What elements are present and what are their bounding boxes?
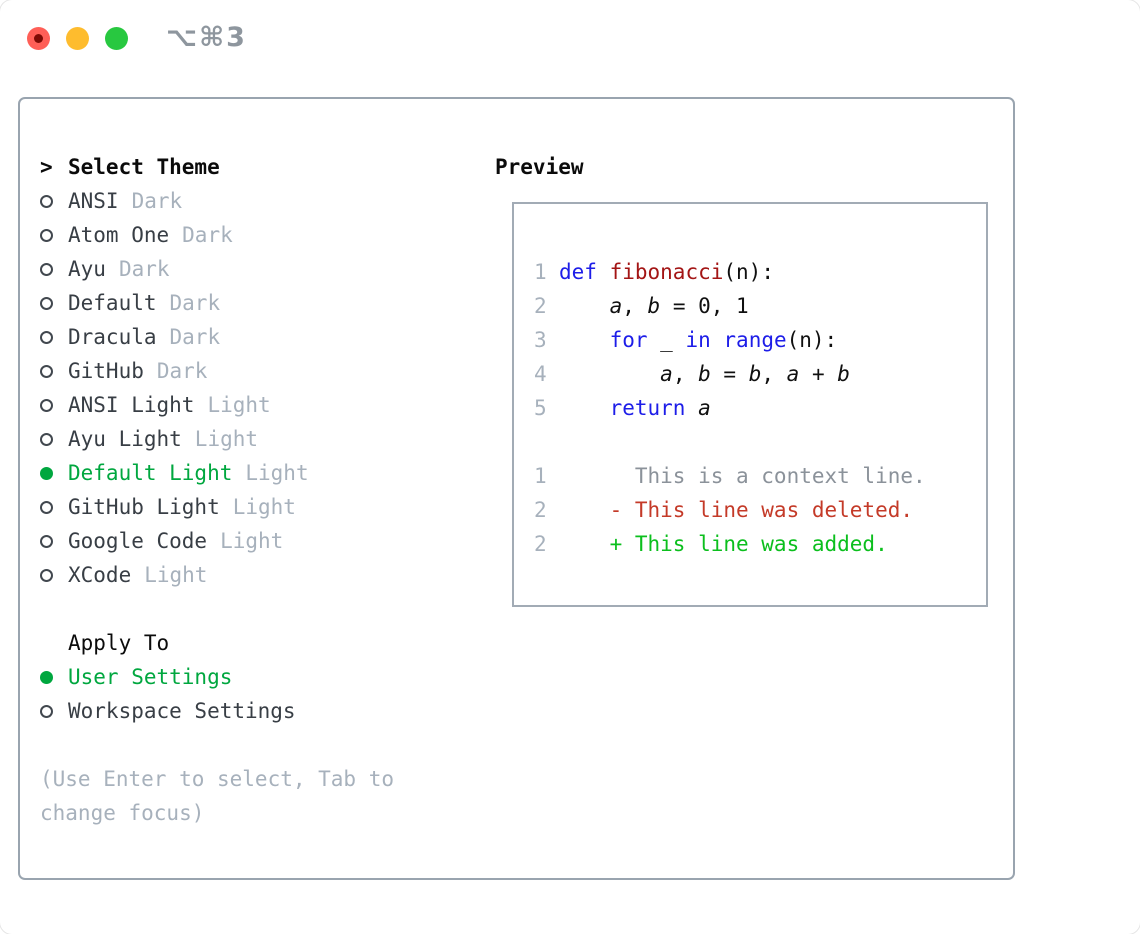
theme-option-xcode-light[interactable]: XCode Light [40,558,309,592]
code-line: 4 a, b = b, a + b [534,362,850,386]
radio-icon [40,398,53,412]
minimize-button[interactable] [66,27,89,50]
radio-icon [40,534,53,548]
titlebar: ⌥⌘3 [0,0,1140,76]
radio-icon [40,500,53,514]
radio-icon [40,296,53,310]
theme-option-default-dark[interactable]: Default Dark [40,286,309,320]
code-line: 2 a, b = 0, 1 [534,294,749,318]
diff-context-line: 1 This is a context line. [534,464,926,488]
diff-deleted-line: 2 - This line was deleted. [534,498,914,522]
code-line: 5 return a [534,396,711,420]
theme-option-google-code-light[interactable]: Google Code Light [40,524,309,558]
theme-option-default-light[interactable]: Default Light Light [40,456,309,490]
code-line: 3 for _ in range(n): [534,328,838,352]
close-button[interactable] [27,27,50,50]
prompt-icon: > [40,155,53,179]
radio-icon [40,262,53,276]
main-panel: > Select Theme ANSI Dark Atom One Dark A… [18,97,1015,880]
help-line-2: change focus) [40,801,205,825]
blank-line [534,425,986,459]
theme-option-atom-one-dark[interactable]: Atom One Dark [40,218,309,252]
radio-icon [40,704,53,718]
zoom-button[interactable] [105,27,128,50]
theme-option-ayu-dark[interactable]: Ayu Dark [40,252,309,286]
apply-to-header-row: Apply To [40,626,296,660]
theme-list: > Select Theme ANSI Dark Atom One Dark A… [40,150,309,592]
apply-option-workspace-settings[interactable]: Workspace Settings [40,694,296,728]
radio-icon [40,432,53,446]
theme-option-dracula-dark[interactable]: Dracula Dark [40,320,309,354]
apply-to-section: Apply To User Settings Workspace Setting… [40,626,296,728]
help-text: (Use Enter to select, Tab to change focu… [40,762,394,830]
radio-icon [40,228,53,242]
radio-selected-icon [40,670,53,684]
window-title: ⌥⌘3 [166,22,247,53]
radio-icon [40,194,53,208]
theme-option-ansi-dark[interactable]: ANSI Dark [40,184,309,218]
radio-icon [40,568,53,582]
theme-option-github-light[interactable]: GitHub Light Light [40,490,309,524]
help-line-1: (Use Enter to select, Tab to [40,767,395,791]
apply-to-title: Apply To [68,631,170,655]
preview-title: Preview [495,155,584,179]
apply-option-user-settings[interactable]: User Settings [40,660,296,694]
theme-list-header: > Select Theme [40,150,309,184]
theme-list-title: Select Theme [68,155,220,179]
radio-selected-icon [40,466,53,480]
theme-option-ayu-light[interactable]: Ayu Light Light [40,422,309,456]
diff-added-line: 2 + This line was added. [534,532,888,556]
radio-icon [40,364,53,378]
theme-option-github-dark[interactable]: GitHub Dark [40,354,309,388]
theme-option-ansi-light[interactable]: ANSI Light Light [40,388,309,422]
radio-icon [40,330,53,344]
